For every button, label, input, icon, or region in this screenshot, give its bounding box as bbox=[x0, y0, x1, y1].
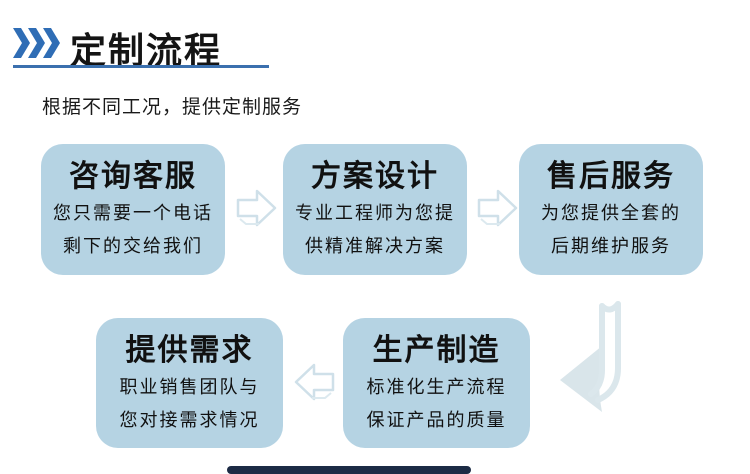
section-subtitle: 根据不同工况，提供定制服务 bbox=[42, 97, 303, 118]
arrow-right-icon bbox=[236, 189, 277, 227]
triple-chevron-right-icon bbox=[13, 28, 60, 58]
step-desc-line: 剩下的交给我们 bbox=[63, 236, 203, 257]
step-desc-line: 您只需要一个电话 bbox=[53, 203, 213, 224]
step-desc-line: 专业工程师为您提 bbox=[295, 203, 455, 224]
step-desc-line: 为您提供全套的 bbox=[541, 203, 681, 224]
section-title: 定制流程 bbox=[70, 30, 223, 71]
step-desc-line: 保证产品的质量 bbox=[366, 410, 507, 431]
step-title: 方案设计 bbox=[311, 160, 439, 193]
bottom-divider-bar bbox=[227, 466, 471, 474]
step-desc-line: 后期维护服务 bbox=[551, 236, 671, 257]
step-desc-line: 职业销售团队与 bbox=[119, 377, 260, 398]
step-desc-line: 您对接需求情况 bbox=[119, 410, 260, 431]
step-box-requirements: 提供需求 职业销售团队与 您对接需求情况 bbox=[96, 318, 283, 448]
step-desc-line: 供精准解决方案 bbox=[305, 236, 445, 257]
step-title: 售后服务 bbox=[547, 160, 675, 193]
step-title: 生产制造 bbox=[372, 334, 501, 367]
arrow-down-left-curved-icon bbox=[560, 301, 621, 412]
step-box-design: 方案设计 专业工程师为您提 供精准解决方案 bbox=[283, 144, 467, 275]
arrow-right-icon bbox=[477, 189, 518, 227]
title-underline bbox=[13, 65, 269, 68]
step-title: 咨询客服 bbox=[69, 160, 197, 193]
arrow-left-icon bbox=[294, 363, 335, 401]
step-box-production: 生产制造 标准化生产流程 保证产品的质量 bbox=[343, 318, 530, 448]
step-desc-line: 标准化生产流程 bbox=[366, 377, 507, 398]
step-title: 提供需求 bbox=[125, 334, 254, 367]
step-box-aftersale: 售后服务 为您提供全套的 后期维护服务 bbox=[519, 144, 703, 275]
step-box-consult: 咨询客服 您只需要一个电话 剩下的交给我们 bbox=[41, 144, 225, 275]
